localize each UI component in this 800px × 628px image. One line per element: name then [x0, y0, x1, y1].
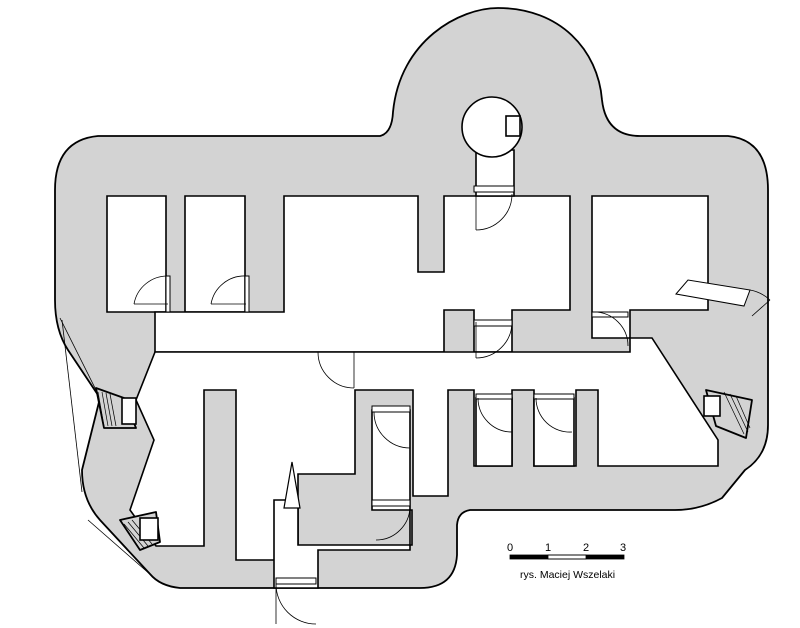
doors	[133, 185, 771, 625]
drawing-credit: rys. Maciej Wszelaki	[520, 569, 615, 581]
embrasure-east	[703, 389, 753, 439]
embrasure-south-west	[119, 511, 161, 551]
scale-tick-2: 2	[583, 542, 589, 554]
interior-rooms	[106, 96, 719, 589]
room-cell-1	[106, 195, 167, 313]
scale-tick-1: 1	[545, 542, 551, 554]
scale-tick-0: 0	[507, 542, 513, 554]
round-tower	[461, 96, 523, 158]
scale-tick-3: 3	[620, 542, 626, 554]
entrance-spike	[283, 461, 301, 509]
periscope-box	[505, 115, 521, 137]
projection-lines	[59, 250, 771, 577]
embrasure-west	[95, 387, 137, 429]
room-cell-2	[184, 195, 246, 313]
room-east	[591, 195, 709, 339]
scale-bar: 0 1 2 3	[507, 542, 626, 560]
